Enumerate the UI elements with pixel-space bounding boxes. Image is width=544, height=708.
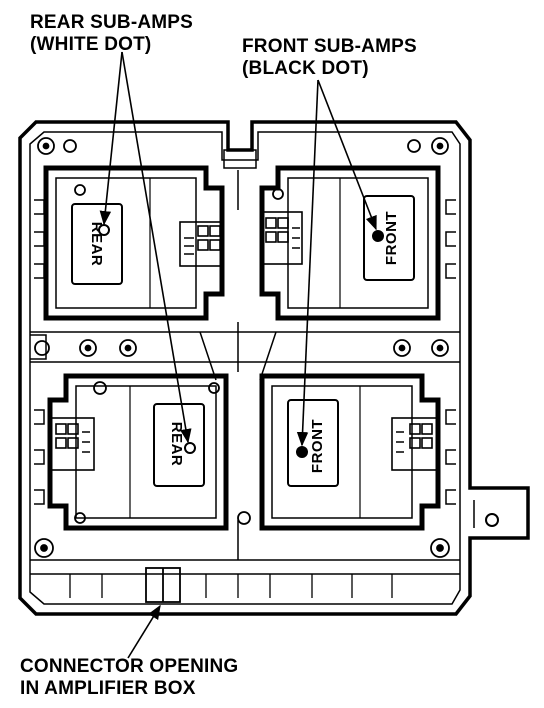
mounting-hole <box>34 538 54 558</box>
rear-arrow-bottom <box>121 51 192 444</box>
connector-block <box>391 417 439 471</box>
sub-amp-top-right: FRONT <box>259 165 441 321</box>
front-arrow-top <box>317 79 377 231</box>
front-callout-line2: (BLACK DOT) <box>242 58 369 79</box>
mounting-hole <box>119 339 137 357</box>
mounting-hole <box>93 381 107 395</box>
rear-callout-line1: REAR SUB-AMPS <box>30 12 194 33</box>
connector-block <box>49 417 95 471</box>
mounting-hole <box>431 339 449 357</box>
sub-amp-bottom-left: REAR <box>47 373 229 531</box>
connector-block <box>261 211 303 265</box>
mounting-holes <box>34 137 450 558</box>
mounting-hole <box>431 137 449 155</box>
sub-amp-label: REAR <box>168 422 185 467</box>
sub-amp-label-plate <box>287 399 339 487</box>
sub-amp-label-plate <box>153 403 205 487</box>
leader-lines <box>99 51 377 659</box>
mounting-hole <box>407 139 421 153</box>
connector-callout-line1: CONNECTOR OPENING <box>20 656 239 677</box>
sub-amp-top-left: REAR <box>43 165 225 321</box>
mounting-hole <box>74 184 86 196</box>
white-dot-marker <box>184 442 196 454</box>
black-dot-marker <box>296 446 308 458</box>
mounting-hole <box>79 339 97 357</box>
connector-block <box>179 221 223 267</box>
front-sub-amps-callout: FRONT SUB-AMPS (BLACK DOT) <box>242 36 417 80</box>
mounting-hole <box>237 511 251 525</box>
mounting-hole <box>430 538 450 558</box>
front-callout-line1: FRONT SUB-AMPS <box>242 36 417 57</box>
amplifier-housing <box>18 120 530 616</box>
mounting-tab <box>473 500 499 528</box>
rear-callout-line2: (WHITE DOT) <box>30 34 152 55</box>
rear-arrow-top <box>99 51 123 226</box>
mounting-hole <box>37 137 55 155</box>
mounting-hole <box>393 339 411 357</box>
connector-opening <box>69 567 393 603</box>
sub-amp-bottom-right: FRONT <box>259 373 441 531</box>
rear-sub-amps-callout: REAR SUB-AMPS (WHITE DOT) <box>30 12 193 56</box>
mounting-hole <box>208 382 220 394</box>
black-dot-marker <box>372 230 384 242</box>
connector-callout-line2: IN AMPLIFIER BOX <box>20 678 196 699</box>
front-arrow-bottom <box>296 79 319 447</box>
mounting-hole <box>63 139 77 153</box>
sub-amp-label: FRONT <box>383 211 400 265</box>
connector-arrow <box>127 604 161 659</box>
connector-opening-callout: CONNECTOR OPENING IN AMPLIFIER BOX <box>20 656 238 700</box>
white-dot-marker <box>98 224 110 236</box>
mounting-hole <box>34 340 50 356</box>
sub-amp-label: FRONT <box>309 419 326 473</box>
